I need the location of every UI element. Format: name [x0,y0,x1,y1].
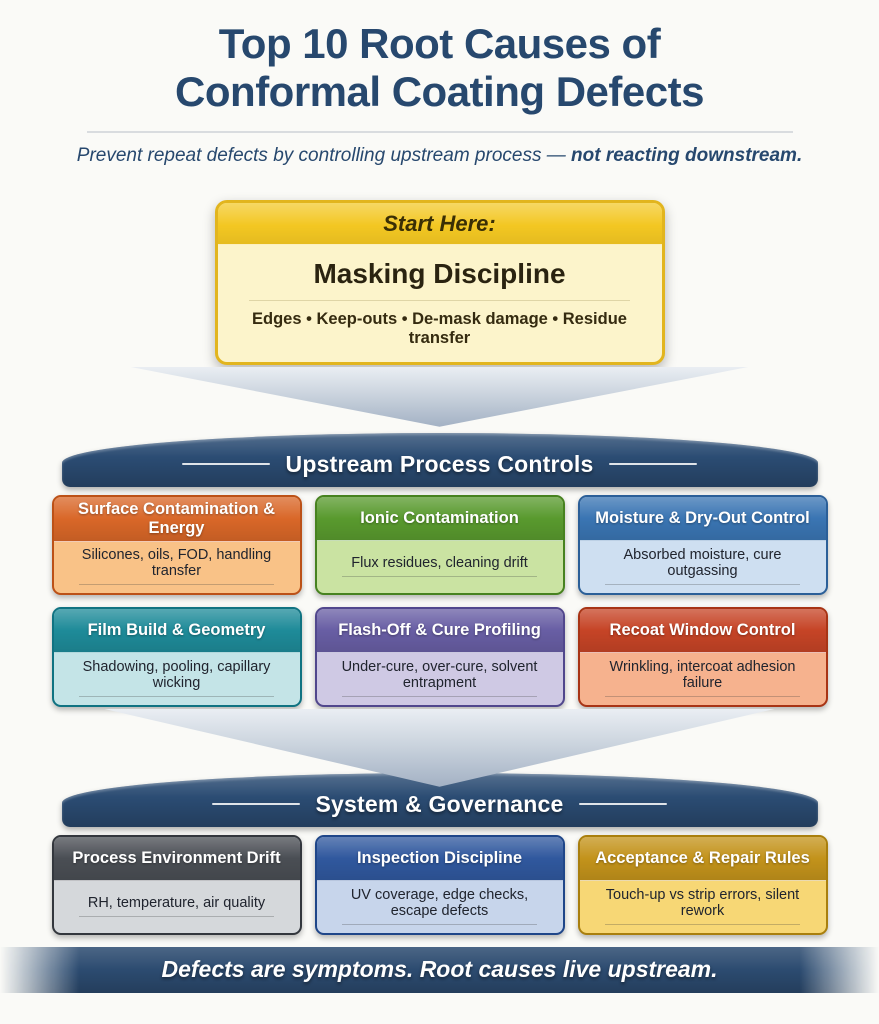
banner-line-right [579,803,668,806]
card-flash-off-cure-profiling: Flash-Off & Cure Profiling Under-cure, o… [314,606,565,707]
card-title: Acceptance & Repair Rules [579,837,826,881]
card-divider [605,695,800,697]
card-detail: Touch-up vs strip errors, silent rework [605,886,800,919]
governance-cards-grid: Process Environment Drift RH, temperatur… [51,834,828,935]
section-banner-governance: System & Governance [61,773,818,827]
card-process-environment-drift: Process Environment Drift RH, temperatur… [51,834,302,935]
footer-banner: Defects are symptoms. Root causes live u… [0,946,879,993]
card-film-build-geometry: Film Build & Geometry Shadowing, pooling… [51,606,302,707]
card-title: Inspection Discipline [316,837,563,881]
card-body: Touch-up vs strip errors, silent rework [580,881,826,933]
card-divider [79,915,274,917]
banner-line-left [181,463,270,466]
card-detail: RH, temperature, air quality [87,894,266,911]
down-arrow-2 [103,708,776,787]
card-title: Film Build & Geometry [53,609,300,653]
card-ionic-contamination: Ionic Contamination Flux residues, clean… [314,494,565,595]
section-banner-governance-label: System & Governance [315,790,564,817]
card-title: Flash-Off & Cure Profiling [316,609,563,653]
banner-line-left [211,803,300,806]
card-body: Absorbed moisture, cure outgassing [580,541,826,593]
card-body: Wrinkling, intercoat adhesion failure [580,653,826,705]
upstream-cards-grid: Surface Contamination & Energy Silicones… [51,494,828,707]
start-box-divider [248,299,631,301]
card-body: Under-cure, over-cure, solvent entrapmen… [317,653,563,705]
subtitle-emphasis: not reacting downstream. [571,144,803,166]
title-divider [86,130,793,133]
page-title-line1: Top 10 Root Causes of [218,20,661,67]
footer-tagline: Defects are symptoms. Root causes live u… [161,956,718,983]
card-moisture-dry-out-control: Moisture & Dry-Out Control Absorbed mois… [577,494,828,595]
start-here-kicker: Start Here: [217,203,662,245]
card-divider [79,584,274,586]
card-divider [79,695,274,697]
card-detail: Wrinkling, intercoat adhesion failure [609,658,796,691]
start-here-title: Masking Discipline [313,257,566,289]
card-body: UV coverage, edge checks, escape defects [317,881,563,933]
card-detail: Under-cure, over-cure, solvent entrapmen… [341,658,538,691]
card-acceptance-repair-rules: Acceptance & Repair Rules Touch-up vs st… [577,834,828,935]
banner-line-right [609,463,698,466]
card-body: Silicones, oils, FOD, handling transfer [54,542,300,593]
card-detail: Absorbed moisture, cure outgassing [623,546,782,579]
card-divider [342,575,537,577]
card-detail: Silicones, oils, FOD, handling transfer [81,547,272,580]
card-title: Process Environment Drift [53,837,300,881]
card-divider [342,695,537,697]
card-detail: Shadowing, pooling, capillary wicking [82,658,271,691]
card-body: Flux residues, cleaning drift [317,541,563,593]
section-banner-upstream-label: Upstream Process Controls [285,450,594,477]
card-title: Recoat Window Control [579,609,826,653]
card-title: Moisture & Dry-Out Control [579,497,826,541]
section-banner-upstream: Upstream Process Controls [61,433,818,487]
card-detail: UV coverage, edge checks, escape defects [350,886,529,919]
start-here-box: Start Here: Masking Discipline Edges • K… [214,199,665,365]
down-arrow-1 [129,366,750,427]
subtitle-text: Prevent repeat defects by controlling up… [76,144,572,166]
card-divider [605,923,800,925]
card-divider [342,923,537,925]
card-divider [605,583,800,585]
card-body: Shadowing, pooling, capillary wicking [54,653,300,705]
card-inspection-discipline: Inspection Discipline UV coverage, edge … [314,834,565,935]
card-surface-contamination-energy: Surface Contamination & Energy Silicones… [51,494,302,595]
card-recoat-window-control: Recoat Window Control Wrinkling, interco… [577,606,828,707]
start-here-details: Edges • Keep-outs • De-mask damage • Res… [252,309,627,347]
card-title: Ionic Contamination [316,497,563,541]
card-title: Surface Contamination & Energy [53,497,300,542]
page-title-line2: Conformal Coating Defects [175,67,704,115]
page-title: Top 10 Root Causes of Conformal Coating … [175,20,704,116]
card-detail: Flux residues, cleaning drift [351,554,528,571]
subtitle: Prevent repeat defects by controlling up… [77,145,802,167]
card-body: RH, temperature, air quality [54,881,300,933]
